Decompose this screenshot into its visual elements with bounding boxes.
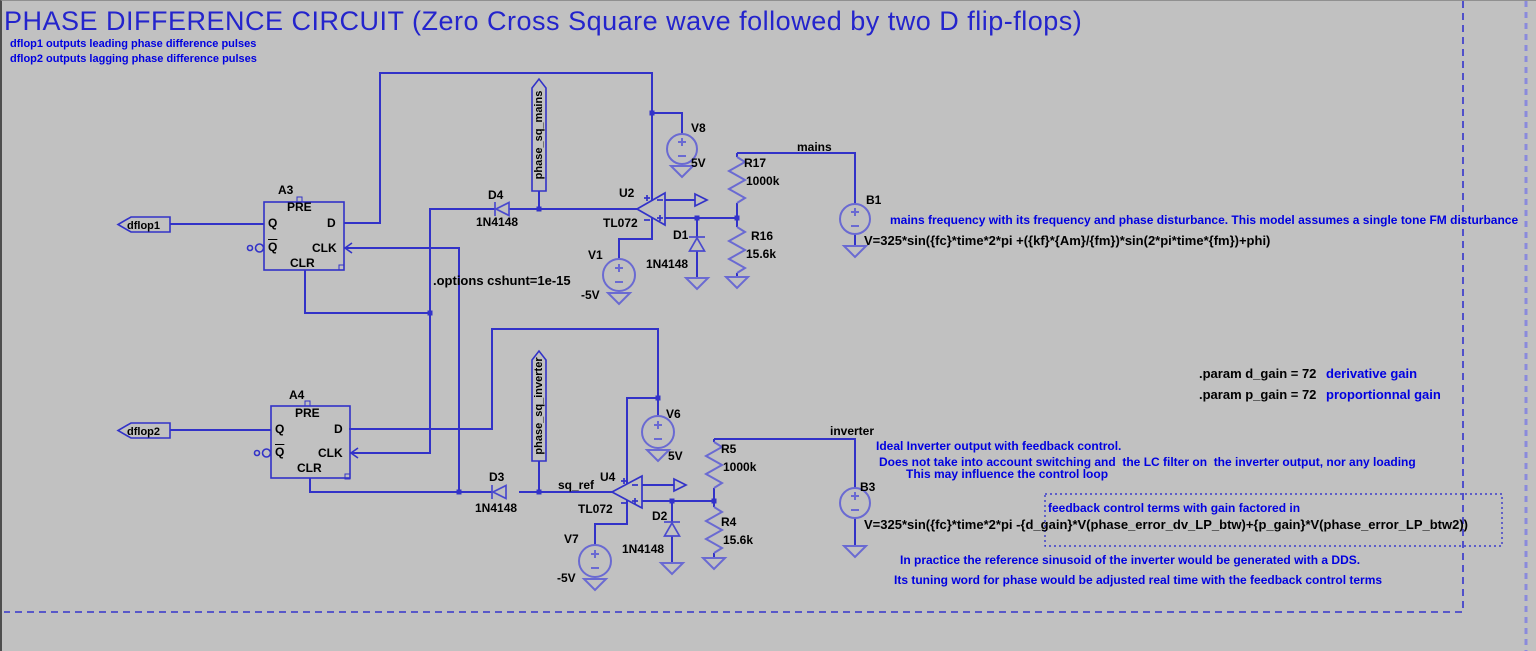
directive-param-p[interactable]: .param p_gain = 72: [1199, 387, 1317, 402]
netflag-phase-sq-inverter-label[interactable]: phase_sq_inverter: [533, 357, 545, 455]
feedback-comment-box: [1044, 493, 1503, 547]
net-label-mains[interactable]: mains: [797, 140, 832, 154]
a3-pin-clk: CLK: [312, 241, 337, 255]
b3-ref[interactable]: B3: [860, 480, 876, 494]
comment-inverter-1: Ideal Inverter output with feedback cont…: [876, 439, 1122, 453]
r16-ref[interactable]: R16: [751, 229, 774, 243]
directive-options[interactable]: .options cshunt=1e-15: [433, 273, 571, 288]
a4-pin-qbar: Q: [275, 445, 284, 459]
net-label-sq-ref[interactable]: sq_ref: [558, 478, 595, 492]
note-dflop1: dflop1 outputs leading phase difference …: [10, 38, 257, 50]
comment-feedback-box: feedback control terms with gain factore…: [1048, 501, 1301, 515]
a3-ref[interactable]: A3: [278, 183, 294, 197]
r5-ref[interactable]: R5: [721, 442, 737, 456]
netflag-dflop2-label[interactable]: dflop2: [127, 426, 160, 438]
v6-ref[interactable]: V6: [666, 407, 681, 421]
r16-value[interactable]: 15.6k: [746, 247, 777, 261]
v1-ref[interactable]: V1: [588, 248, 603, 262]
vsource-v6-symbol[interactable]: [641, 415, 675, 449]
d2-ref[interactable]: D2: [652, 509, 668, 523]
a4-pin-d: D: [334, 422, 343, 436]
r4-value[interactable]: 15.6k: [723, 533, 754, 547]
netflag-phase-sq-mains-shape[interactable]: [531, 77, 547, 192]
ground-symbols[interactable]: [581, 165, 869, 592]
a4-pin-clr: CLR: [297, 461, 322, 475]
a3-pin-q: Q: [268, 216, 278, 230]
b1-value[interactable]: V=325*sin({fc}*time*2*pi +({kf}*{Am}/{fm…: [864, 233, 1271, 248]
opamp-u2-symbol[interactable]: [635, 191, 709, 227]
a4-pin-q: Q: [275, 422, 285, 436]
dflipflop-a4-symbol[interactable]: [253, 400, 359, 480]
d1-value[interactable]: 1N4148: [646, 257, 689, 271]
v7-value[interactable]: -5V: [557, 571, 576, 585]
comment-inverter-2: Does not take into account switching and…: [879, 455, 1416, 469]
u2-ref[interactable]: U2: [619, 186, 635, 200]
vsource-v1-symbol[interactable]: [602, 258, 636, 292]
resistor-r4-symbol[interactable]: [703, 506, 725, 554]
schematic-title: PHASE DIFFERENCE CIRCUIT (Zero Cross Squ…: [4, 6, 1083, 36]
resistor-r5-symbol[interactable]: [703, 441, 725, 489]
netflag-dflop2-shape[interactable]: [116, 422, 171, 439]
r5-value[interactable]: 1000k: [723, 460, 757, 474]
d4-ref[interactable]: D4: [488, 188, 504, 202]
a4-pin-clk: CLK: [318, 446, 343, 460]
diode-d2-symbol[interactable]: [663, 521, 681, 537]
vsource-v8-symbol[interactable]: [666, 133, 698, 165]
u4-value[interactable]: TL072: [578, 502, 613, 516]
b1-comment: mains frequency with its frequency and p…: [890, 213, 1519, 227]
diode-d4-symbol[interactable]: [494, 201, 510, 217]
junction-dots: [427, 110, 740, 504]
v1-value[interactable]: -5V: [581, 288, 600, 302]
comment-dds-2: Its tuning word for phase would be adjus…: [894, 573, 1383, 587]
a3-qbar-text: Q: [268, 240, 278, 254]
d3-value[interactable]: 1N4148: [475, 501, 518, 515]
a4-qbar-text: Q: [275, 445, 285, 459]
resistor-r16-symbol[interactable]: [726, 226, 748, 274]
r17-value[interactable]: 1000k: [746, 174, 780, 188]
u2-value[interactable]: TL072: [603, 216, 638, 230]
a4-ref[interactable]: A4: [289, 388, 305, 402]
d3-ref[interactable]: D3: [489, 470, 505, 484]
v8-value[interactable]: 5V: [691, 156, 706, 170]
directive-param-p-note: proportionnal gain: [1326, 387, 1441, 402]
a3-pin-qbar: Q: [268, 240, 277, 254]
netflag-dflop1-label[interactable]: dflop1: [127, 220, 160, 232]
r4-ref[interactable]: R4: [721, 515, 737, 529]
netflag-dflop1-shape[interactable]: [116, 216, 171, 233]
wires[interactable]: [170, 72, 856, 563]
netflag-phase-sq-inverter-shape[interactable]: [531, 349, 547, 462]
a3-pin-d: D: [327, 216, 336, 230]
r17-ref[interactable]: R17: [744, 156, 767, 170]
directive-param-d[interactable]: .param d_gain = 72: [1199, 366, 1317, 381]
a4-pin-pre: PRE: [295, 406, 320, 420]
comment-inverter-3: This may influence the control loop: [906, 467, 1109, 481]
directive-param-d-note: derivative gain: [1326, 366, 1418, 381]
d2-value[interactable]: 1N4148: [622, 542, 665, 556]
diode-d3-symbol[interactable]: [491, 484, 507, 500]
d4-value[interactable]: 1N4148: [476, 215, 519, 229]
a3-pin-pre: PRE: [287, 200, 312, 214]
bsource-b3-symbol[interactable]: [839, 487, 871, 519]
b3-value[interactable]: V=325*sin({fc}*time*2*pi -{d_gain}*V(pha…: [864, 517, 1468, 532]
note-dflop2: dflop2 outputs lagging phase difference …: [10, 53, 257, 65]
v6-value[interactable]: 5V: [668, 449, 683, 463]
bsource-b1-symbol[interactable]: [839, 203, 871, 235]
netflag-phase-sq-mains-label[interactable]: phase_sq_mains: [533, 90, 545, 180]
net-label-inverter[interactable]: inverter: [830, 424, 875, 438]
a3-pin-clr: CLR: [290, 256, 315, 270]
diode-d1-symbol[interactable]: [688, 236, 706, 252]
port-arrow-u2: [694, 192, 709, 208]
opamp-u4-symbol[interactable]: [610, 474, 688, 510]
v7-ref[interactable]: V7: [564, 532, 579, 546]
port-arrow-u4: [673, 477, 688, 493]
resistor-r17-symbol[interactable]: [726, 156, 748, 204]
b1-ref[interactable]: B1: [866, 193, 882, 207]
u4-ref[interactable]: U4: [600, 470, 616, 484]
dflipflop-a3-symbol[interactable]: [246, 196, 353, 271]
d1-ref[interactable]: D1: [673, 228, 689, 242]
vsource-v7-symbol[interactable]: [578, 544, 612, 578]
comment-dds-1: In practice the reference sinusoid of th…: [900, 553, 1361, 567]
v8-ref[interactable]: V8: [691, 121, 706, 135]
